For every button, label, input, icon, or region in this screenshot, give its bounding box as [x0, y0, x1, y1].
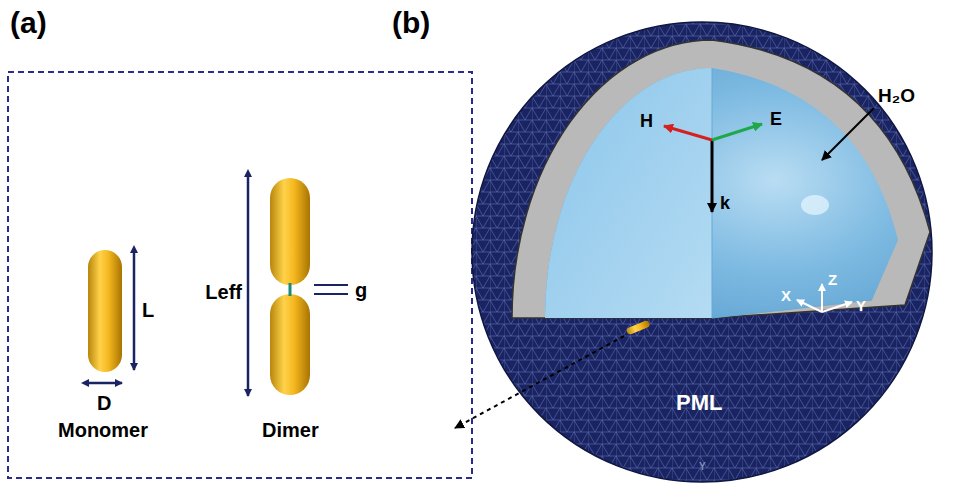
axis-label: Y: [856, 298, 866, 313]
gap-bridge: [289, 283, 292, 296]
effective-length-arrow: [247, 176, 250, 396]
caption-label: Monomer: [58, 420, 148, 440]
y-axis: [822, 302, 852, 312]
x-axis: [797, 300, 822, 312]
edge-line: [712, 68, 713, 318]
mesh-mark: Y: [699, 462, 706, 472]
h-vector: [664, 126, 712, 140]
axis-label: X: [781, 288, 791, 303]
field-label: k: [720, 194, 730, 212]
gap-line: [314, 284, 348, 286]
water-face: [545, 68, 712, 318]
water-domain: [545, 68, 898, 318]
length-arrow: [133, 252, 136, 370]
region-label: PML: [676, 392, 722, 414]
highlight: [801, 195, 829, 215]
dimension-label: g: [355, 280, 367, 300]
axis-label: Z: [828, 272, 837, 287]
panel-label: (a): [10, 8, 47, 38]
dimension-label: Leff: [205, 282, 242, 302]
z-axis: [821, 284, 823, 312]
zoom-arrow: [455, 336, 624, 428]
shell-cut: [512, 40, 930, 318]
pml-sphere: [472, 22, 932, 482]
diameter-arrow: [88, 382, 122, 385]
dimer-rod: [270, 294, 310, 395]
dimension-label: D: [97, 393, 111, 413]
medium-label: H₂O: [878, 86, 915, 105]
k-vector: [711, 140, 714, 212]
panel-frame: [8, 72, 472, 478]
dimer-rod: [270, 178, 310, 285]
field-label: E: [770, 110, 782, 128]
nanorod: [626, 320, 651, 335]
e-vector: [712, 124, 762, 140]
field-label: H: [640, 112, 653, 130]
dimension-label: L: [142, 300, 154, 320]
caption-label: Dimer: [262, 420, 319, 440]
water-pointer: [822, 108, 874, 160]
gap-line: [314, 293, 348, 295]
monomer-rod: [88, 250, 122, 372]
edge-line: [712, 300, 872, 318]
panel-label: (b): [392, 8, 430, 38]
